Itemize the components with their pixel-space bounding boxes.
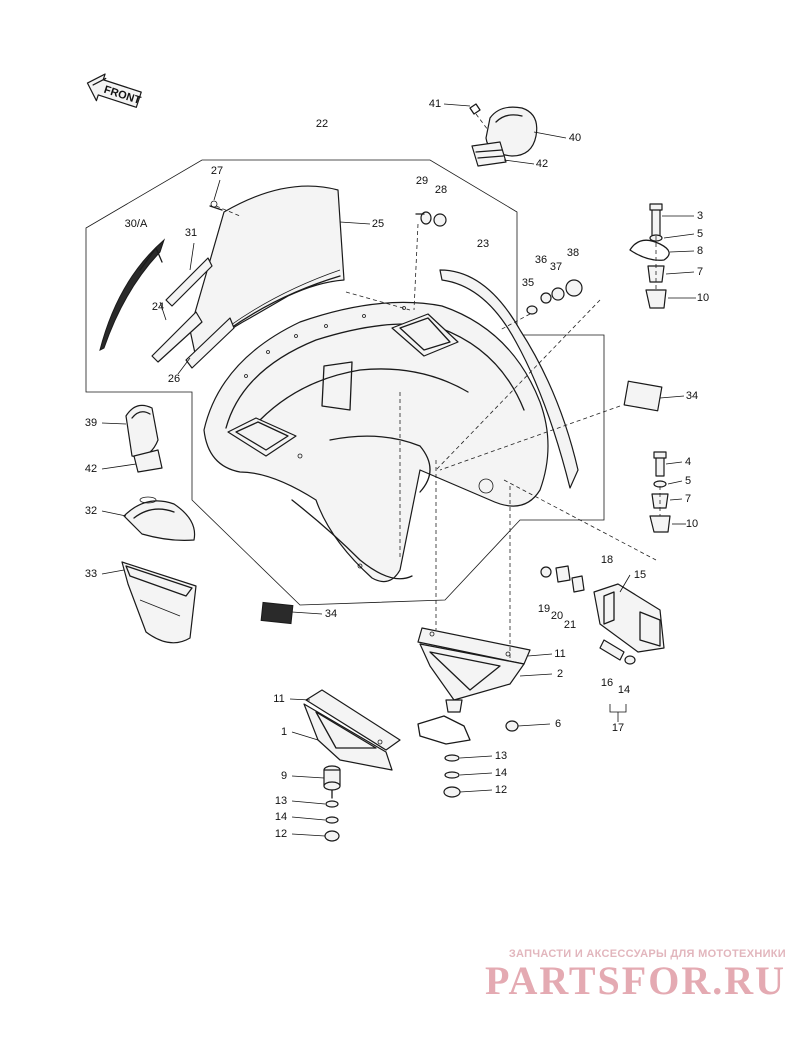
fairing-body (203, 301, 549, 583)
callout-p10b: 10 (686, 518, 698, 530)
watermark-logo: PARTSFOR.RU (485, 958, 786, 1003)
callout-p12b: 12 (275, 828, 287, 840)
watermark: ЗАПЧАСТИ И АКСЕССУАРЫ ДЛЯ МОТОТЕХНИКИ PA… (485, 948, 786, 1002)
decal-strip (99, 238, 166, 351)
trim-strip-26 (185, 317, 235, 369)
callout-p4: 4 (685, 456, 691, 468)
callout-p40: 40 (569, 132, 581, 144)
group-bracket (609, 704, 627, 713)
assembly-outline (85, 159, 605, 606)
callout-p26: 26 (168, 373, 180, 385)
callout-p7a: 7 (697, 266, 703, 278)
mirror-assembly (469, 103, 538, 167)
callout-p6: 6 (555, 718, 561, 730)
callout-p42a: 42 (536, 158, 548, 170)
side-mirror (125, 404, 163, 473)
storage-bin (121, 561, 197, 644)
assembly-lines (215, 205, 657, 660)
callout-p24: 24 (152, 301, 164, 313)
callout-p36: 36 (535, 254, 547, 266)
callout-p11b: 11 (273, 693, 284, 705)
callout-p37: 37 (550, 261, 562, 273)
callout-p14a: 14 (618, 684, 630, 696)
callout-p3: 3 (697, 210, 703, 222)
watermark-tagline: ЗАПЧАСТИ И АКСЕССУАРЫ ДЛЯ МОТОТЕХНИКИ (508, 948, 786, 960)
callout-p33: 33 (85, 568, 97, 580)
bracket-right (417, 627, 531, 713)
callout-p7b: 7 (685, 493, 691, 505)
callout-p41: 41 (429, 98, 441, 110)
mount-hardware-upper (629, 203, 670, 309)
callout-p35: 35 (522, 277, 534, 289)
callout-p9: 9 (281, 770, 287, 782)
callout-p32: 32 (85, 505, 97, 517)
callout-p28: 28 (435, 184, 447, 196)
mount-plate (417, 715, 471, 745)
callout-p21: 21 (564, 619, 576, 631)
bracket-left (303, 689, 401, 771)
callout-p8: 8 (697, 245, 703, 257)
callout-p14c: 14 (275, 811, 287, 823)
callout-p16: 16 (601, 677, 613, 689)
callout-p14b: 14 (495, 767, 507, 779)
pad-34-lower (260, 601, 294, 625)
callout-p25: 25 (372, 218, 384, 230)
callout-p13a: 13 (495, 750, 507, 762)
callout-p11a: 11 (554, 648, 565, 660)
damper (323, 765, 341, 799)
lamp-housing (123, 496, 196, 541)
callout-p42b: 42 (85, 463, 97, 475)
callout-p18: 18 (601, 554, 613, 566)
callout-p5b: 5 (685, 475, 691, 487)
washer-stack-left (324, 800, 340, 842)
pad-34-upper (623, 380, 663, 412)
callout-p22: 22 (316, 118, 328, 130)
callout-p31: 31 (185, 227, 197, 239)
callout-p29: 29 (416, 175, 428, 187)
callout-p15: 15 (634, 569, 646, 581)
callout-p38: 38 (567, 247, 579, 259)
hinge-assembly (593, 583, 665, 665)
callout-p20: 20 (551, 610, 563, 622)
mount-hardware-lower (649, 451, 671, 533)
front-arrow-icon: FRONT (86, 73, 142, 108)
callout-p13b: 13 (275, 795, 287, 807)
leader-lines (101, 103, 696, 837)
callout-p12a: 12 (495, 784, 507, 796)
callout-p5a: 5 (697, 228, 703, 240)
fastener-set (415, 211, 583, 315)
callout-p17: 17 (612, 722, 624, 734)
callout-p34b: 34 (325, 608, 337, 620)
callout-p19: 19 (538, 603, 550, 615)
callout-p30a: 30/A (125, 218, 148, 230)
callout-p39: 39 (85, 417, 97, 429)
edge-seal (439, 269, 579, 489)
washer-stack-right (443, 720, 519, 798)
callout-p34a: 34 (686, 390, 698, 402)
callout-p27: 27 (211, 165, 223, 177)
bushing-set (540, 565, 585, 593)
callout-p2: 2 (557, 668, 563, 680)
trim-strip-31 (165, 257, 213, 307)
trim-strip-24 (151, 311, 203, 363)
callout-p23: 23 (477, 238, 489, 250)
callout-p1: 1 (281, 726, 287, 738)
callout-p10a: 10 (697, 292, 709, 304)
